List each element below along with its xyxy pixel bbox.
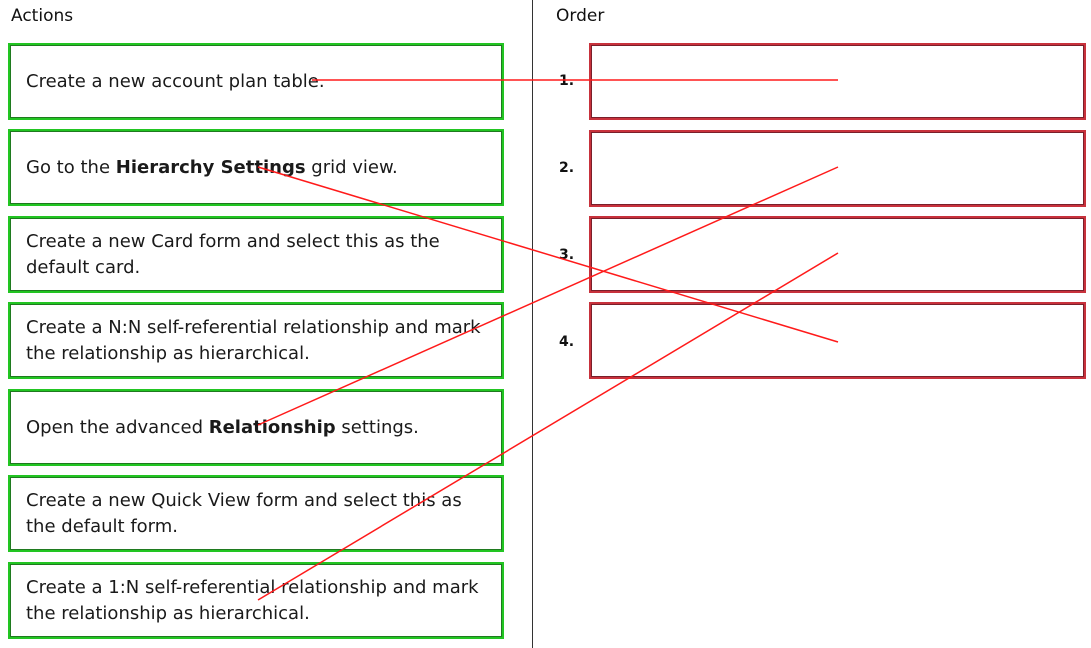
order-drop-slot[interactable] [589,302,1086,379]
action-item[interactable]: Open the advanced Relationship settings. [8,389,504,466]
action-text-bold: Relationship [208,416,336,438]
action-text-part: settings. [335,416,419,438]
action-text: Create a 1:N self-referential relationsh… [26,575,490,627]
action-text-part: Create a new account plan table. [26,70,325,92]
order-drop-slot[interactable] [589,130,1086,207]
action-text: Create a new Card form and select this a… [26,229,490,281]
column-divider [532,0,533,648]
order-number: 2. [559,160,575,176]
action-text-part: Create a N:N self-referential relationsh… [26,316,481,364]
action-text-part: Go to the [26,156,116,178]
order-number: 1. [559,73,575,89]
action-text-part: grid view. [305,156,398,178]
order-number: 3. [559,247,575,263]
action-item[interactable]: Create a new Quick View form and select … [8,475,504,552]
action-text-part: Create a new Card form and select this a… [26,230,440,278]
action-text: Open the advanced Relationship settings. [26,415,419,441]
order-heading: Order [556,6,605,26]
action-item[interactable]: Create a new Card form and select this a… [8,216,504,293]
action-text: Create a N:N self-referential relationsh… [26,315,490,367]
order-drop-slot[interactable] [589,43,1086,120]
action-text-part: Open the advanced [26,416,209,438]
action-item[interactable]: Create a N:N self-referential relationsh… [8,302,504,379]
action-item[interactable]: Create a 1:N self-referential relationsh… [8,562,504,639]
actions-heading: Actions [11,6,74,26]
action-item[interactable]: Create a new account plan table. [8,43,504,120]
action-item[interactable]: Go to the Hierarchy Settings grid view. [8,129,504,206]
order-drop-slot[interactable] [589,216,1086,293]
action-text: Go to the Hierarchy Settings grid view. [26,155,398,181]
action-text-part: Create a new Quick View form and select … [26,489,462,537]
action-text-bold: Hierarchy Settings [115,156,306,178]
order-number: 4. [559,334,575,350]
action-text: Create a new account plan table. [26,69,325,95]
action-text-part: Create a 1:N self-referential relationsh… [26,576,479,624]
action-text: Create a new Quick View form and select … [26,488,490,540]
